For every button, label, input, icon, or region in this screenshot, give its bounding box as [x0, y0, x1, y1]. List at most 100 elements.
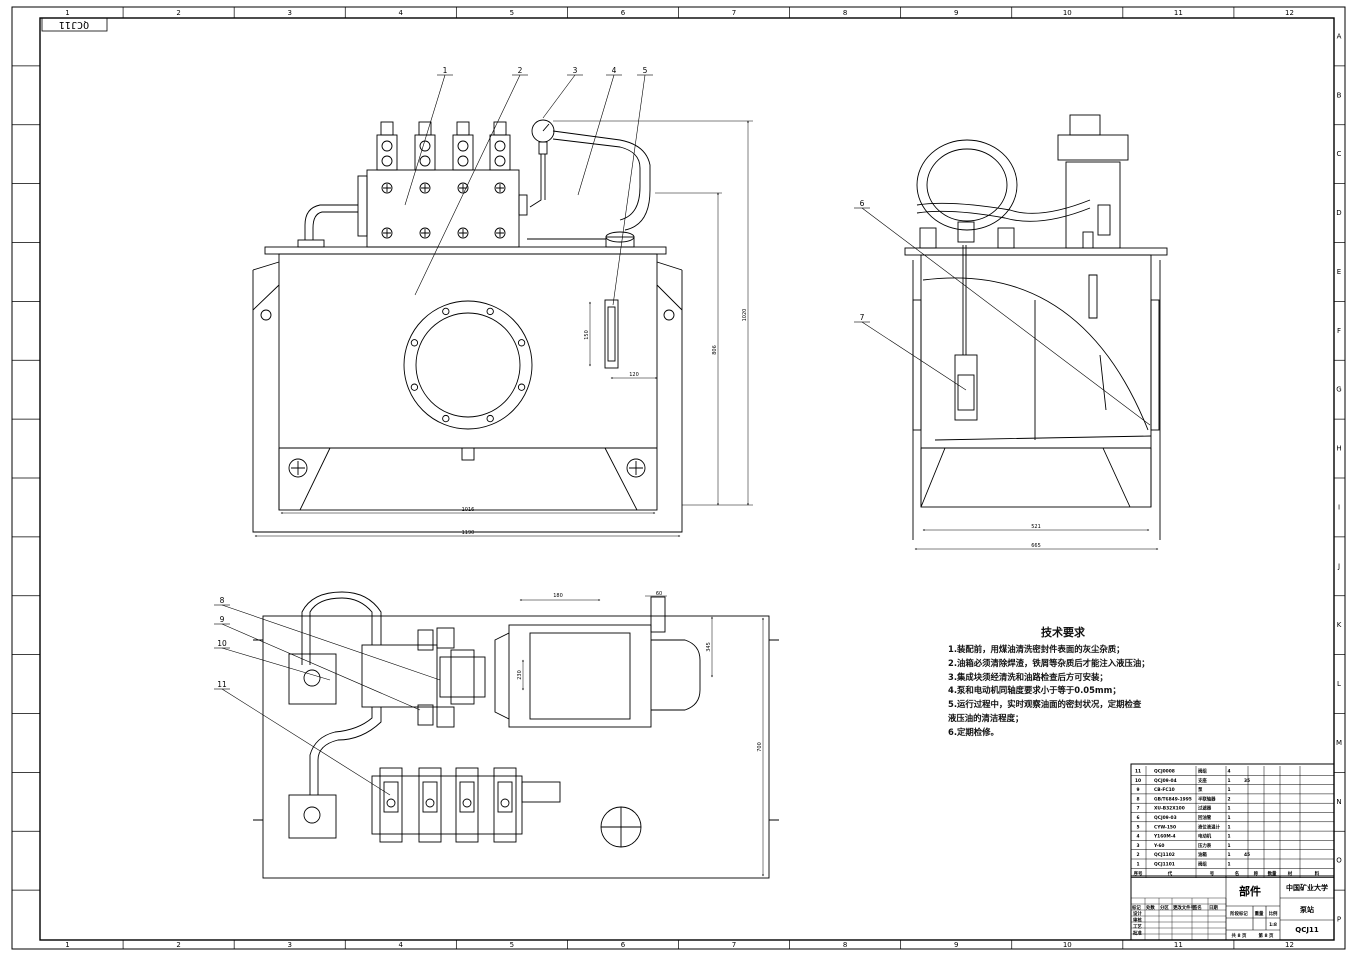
- dim-345: 345: [706, 642, 712, 652]
- part-code: CB-FC10: [1154, 787, 1175, 793]
- side-view: [904, 114, 1168, 540]
- part-number: 4: [1136, 834, 1139, 840]
- parts-header: 数量: [1268, 870, 1277, 877]
- grid-col-label: 11: [1174, 941, 1183, 949]
- dim-1190: 1190: [462, 530, 475, 536]
- parts-header: 名: [1235, 870, 1239, 877]
- sign-label: 日期: [1209, 904, 1218, 911]
- part-note: 45: [1244, 852, 1250, 858]
- tech-requirement-line: 5.运行过程中，实时观察油面的密封状况，定期检查: [948, 699, 1142, 710]
- part-number: 7: [1136, 806, 1139, 812]
- part-note: 35: [1244, 778, 1250, 784]
- sheet-border: [11, 6, 1346, 950]
- bolt-icon: [442, 307, 450, 316]
- part-qty: 1: [1227, 806, 1230, 812]
- sign-label: 处数: [1145, 904, 1155, 911]
- part-qty: 1: [1227, 815, 1230, 821]
- part-code: Y160M-4: [1153, 834, 1176, 840]
- callout-number: 6: [860, 199, 865, 208]
- grid-row-label: L: [1337, 680, 1341, 688]
- grid-row-label: J: [1337, 562, 1340, 570]
- grid-row-label: I: [1338, 503, 1340, 511]
- plan-dimensions: [519, 595, 764, 877]
- sheets-total: 共 8 页: [1232, 932, 1248, 939]
- grid-col-label: 9: [954, 941, 958, 949]
- part-number: 8: [1136, 796, 1139, 802]
- valve-icon: [452, 134, 474, 171]
- part-qty: 1: [1227, 778, 1230, 784]
- grid-row-label: K: [1337, 621, 1342, 629]
- part-qty: 1: [1227, 862, 1230, 868]
- sign-label: 标记: [1131, 904, 1141, 911]
- grid-col-label: 7: [732, 941, 736, 949]
- grid-col-label: 11: [1174, 9, 1183, 17]
- scale-label: 比例: [1269, 910, 1278, 917]
- parts-header: 序号: [1134, 870, 1143, 877]
- valve-icon: [376, 134, 398, 171]
- parts-header: 号: [1210, 870, 1215, 877]
- bolt-icon: [486, 414, 494, 423]
- grid-col-label: 12: [1285, 9, 1294, 17]
- callout-number: 5: [643, 66, 648, 75]
- grid-col-label: 10: [1063, 9, 1072, 17]
- grid-row-label: D: [1336, 209, 1341, 217]
- part-name: 过滤器: [1198, 805, 1212, 812]
- sign-label: 更改文件号: [1173, 904, 1196, 911]
- parts-header: 料: [1315, 870, 1320, 877]
- part-code: QCJ09-04: [1154, 778, 1177, 784]
- bolt-icon: [410, 383, 419, 391]
- grid-col-label: 2: [176, 941, 180, 949]
- grid-row-label: O: [1336, 857, 1342, 865]
- stage-label: 阶段标记: [1230, 910, 1248, 917]
- school-name: 中国矿业大学: [1286, 883, 1328, 892]
- part-number: 9: [1136, 787, 1139, 793]
- grid-col-label: 9: [954, 9, 958, 17]
- tech-requirements-title: 技术要求: [1041, 626, 1085, 639]
- part-name: 泵: [1198, 786, 1203, 793]
- dim-1020: 1020: [742, 309, 748, 322]
- part-qty: 1: [1227, 843, 1230, 849]
- tech-requirement-line: 液压油的清洁程度；: [948, 712, 1024, 723]
- grid-col-label: 5: [510, 941, 514, 949]
- drawing-name: 泵站: [1299, 905, 1314, 914]
- callout-number: 9: [220, 615, 225, 624]
- part-code: GB/T6849-1995: [1154, 796, 1192, 802]
- code-box-text: QCJ11: [59, 19, 89, 30]
- part-qty: 1: [1227, 787, 1230, 793]
- dim-521: 521: [1031, 524, 1041, 530]
- callout-number: 7: [860, 313, 865, 322]
- grid-reference: [12, 7, 1345, 949]
- tech-requirement-line: 2.油箱必须清除焊渣，铁屑等杂质后才能注入液压油；: [948, 657, 1150, 668]
- tech-requirement-line: 4.泵和电动机同轴度要求小于等于0.05mm；: [948, 685, 1121, 696]
- callout-number: 3: [573, 66, 578, 75]
- part-name: 阀组: [1198, 768, 1207, 775]
- valve-icon: [489, 134, 511, 171]
- grid-row-label: P: [1337, 916, 1341, 924]
- grid-row-label: N: [1336, 798, 1341, 806]
- part-number: 5: [1136, 824, 1139, 830]
- part-name: 液位液温计: [1198, 823, 1221, 830]
- bolt-icon: [517, 383, 526, 391]
- part-code: QCJ1101: [1154, 862, 1175, 868]
- part-number: 11: [1135, 769, 1141, 775]
- grid-col-label: 6: [621, 941, 626, 949]
- dim-1016: 1016: [462, 507, 475, 513]
- drawing-code: QCJ11: [1295, 926, 1319, 934]
- valve-icon: [493, 767, 517, 843]
- front-view: [252, 119, 683, 533]
- valve-icon: [379, 767, 403, 843]
- grid-col-label: 2: [176, 9, 180, 17]
- sheet-number: 第 8 页: [1259, 932, 1275, 939]
- bolt-icon: [381, 182, 393, 194]
- sign-label: 签名: [1192, 904, 1202, 911]
- dim-180: 180: [553, 593, 563, 599]
- part-number: 2: [1136, 852, 1139, 858]
- grid-row-label: B: [1337, 91, 1342, 99]
- grid-row-label: F: [1337, 327, 1341, 335]
- bolt-icon: [381, 227, 393, 239]
- grid-row-label: G: [1336, 386, 1341, 394]
- grid-col-label: 4: [399, 941, 404, 949]
- part-name: 压力表: [1198, 842, 1212, 849]
- parts-header: 代: [1167, 870, 1173, 877]
- bolt-icon: [442, 414, 450, 423]
